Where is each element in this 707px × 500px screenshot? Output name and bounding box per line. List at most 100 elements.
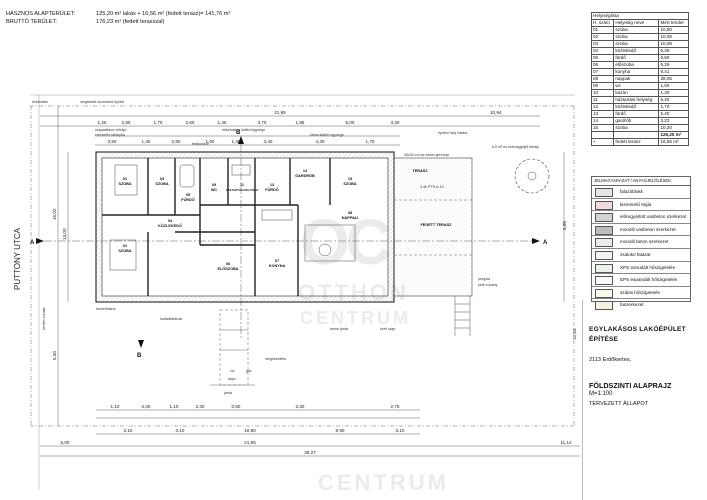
- note-path: járda: [223, 391, 232, 395]
- room-08-num: 08: [348, 211, 352, 215]
- project-title-line1: EGYLAKÁSOS LAKÓÉPÜLET: [589, 326, 686, 333]
- project-title: EGYLAKÁSOS LAKÓÉPÜLET ÉPÍTÉSE: [589, 325, 686, 345]
- dim-top-4: 1,45: [218, 120, 227, 125]
- room-02-name: SZOBA: [118, 249, 132, 253]
- legend-swatch: [595, 200, 613, 210]
- legend-swatch: [595, 238, 613, 248]
- note-concrete-path: beton járda: [330, 327, 348, 331]
- legend-swatch: [595, 288, 613, 298]
- legend-label: kisméretű tégla: [620, 201, 652, 207]
- dim-top-total: 21,95: [274, 110, 286, 115]
- legend-swatch: [595, 263, 613, 273]
- note-plot-boundary: telekhatár: [32, 100, 49, 104]
- legend-label: falazóblokk: [620, 189, 643, 194]
- room-08-name: NAPPALI: [342, 216, 358, 220]
- room-01-num: 01: [123, 177, 127, 181]
- note-tank-1: elvezetés tartályba: [95, 133, 125, 137]
- note-gate: kapu: [228, 377, 236, 381]
- room-13-num: 13: [270, 183, 274, 187]
- project-location: 2113 Erdőkertes,: [589, 357, 632, 363]
- section-markers: [36, 136, 540, 348]
- legend-row: előregyártott vasbeton szerkezet: [592, 211, 690, 224]
- dim-top-5: 3,70: [258, 120, 267, 125]
- dim-bottom-1: 2,00: [142, 404, 151, 409]
- room-list-total-row: 125,20 m²: [590, 131, 689, 139]
- building-walls: [95, 151, 395, 303]
- dim-right-2: 12,18: [572, 328, 577, 340]
- room-11-name: HÁZTARTÁSI HELYISÉG: [226, 187, 258, 192]
- site-boundary: [30, 105, 575, 427]
- dim-mid-4: 1,40: [232, 139, 241, 144]
- legend-swatch: [595, 188, 613, 197]
- legend-row: EPS expandált hőszigetelés: [592, 274, 690, 287]
- dimension-lines-bottom: [40, 409, 580, 457]
- room-14-num: 14: [303, 169, 308, 173]
- room-04-name: KÖZLEKEDŐ: [158, 223, 182, 228]
- room-06-name: ELŐSZOBA: [217, 266, 238, 271]
- room-09-num: 09: [212, 183, 216, 187]
- terrace-steps: [454, 296, 471, 336]
- legend-row: falazóblokk: [592, 186, 690, 199]
- room-05-name: FÜRDŐ: [181, 197, 195, 202]
- dim-top-7: 5,00: [346, 120, 355, 125]
- section-b-top: B: [236, 130, 241, 136]
- section-a-left: A: [30, 240, 35, 246]
- dim-bottom3-1: 21,95: [244, 440, 256, 445]
- street-label: PUTTONY UTCA: [13, 227, 22, 290]
- room-list-terrace-label: fedett terasz: [613, 138, 660, 146]
- legend-label: monolit vasbeton szerkezet: [620, 226, 676, 232]
- floor-plan: 21,95 1,25 2,80 1,70 2,60 1,45 3,70 1,95…: [13, 94, 580, 490]
- drawing-title: FÖLDSZINTI ALAPRAJZ: [589, 381, 672, 390]
- drawing-status: TERVEZETT ÁLLAPOT: [589, 401, 649, 407]
- covered-terrace-label: FEDETT TERASZ: [420, 223, 452, 227]
- dim-bottom3-2: 11,12: [560, 440, 572, 445]
- legend-label: faszerkezet: [620, 302, 644, 308]
- room-list-total: 125,20 m²: [658, 131, 689, 139]
- dim-top-2: 1,70: [154, 120, 163, 125]
- dim-bottom2-3: 9,90: [336, 428, 345, 433]
- room-list-table: Helyiséglista H. szám Helyiség neve Mért…: [590, 12, 689, 146]
- room-list-col-area: Mért terület: [658, 19, 689, 27]
- title-block: EGYLAKÁSOS LAKÓÉPÜLET ÉPÍTÉSE 2113 Erdők…: [582, 300, 707, 500]
- gross-area-label: BRUTTÓ TERÜLET:: [6, 19, 57, 25]
- legend-row: monolit beton szerkezet: [592, 236, 690, 249]
- rainwater-tank: [514, 158, 550, 194]
- note-beam: 30x30 cm-es beton gerenda: [404, 153, 449, 157]
- legend-row: faszerkezet: [592, 299, 690, 311]
- legend-row: zsaluko falazat: [592, 249, 690, 262]
- note-water: víz: [230, 369, 235, 373]
- legend-swatch: [595, 276, 613, 286]
- watermark-text3: CENTRUM: [318, 470, 449, 495]
- room-02-num: 02: [123, 244, 127, 248]
- dim-top-0: 1,25: [98, 120, 107, 125]
- dim-mid-3: 1,50: [206, 139, 215, 144]
- dim-top-3: 2,60: [186, 120, 195, 125]
- dim-top-1: 2,80: [122, 120, 131, 125]
- dim-bottom-3: 2,30: [196, 404, 205, 409]
- room-04-num: 04: [168, 219, 173, 223]
- legend-label: zsaluko falazat: [620, 251, 651, 257]
- dim-bottom-6: 2,75: [391, 404, 400, 409]
- drawing-scale: M=1:100: [589, 391, 613, 397]
- note-heatpump: hőszivattyú kültéri egysége: [222, 128, 265, 132]
- dim-top-6: 1,95: [296, 120, 305, 125]
- dim-left-1: 13,00: [62, 228, 67, 240]
- legend-swatch: [595, 250, 613, 260]
- legend-label: szálas hőszigetelés: [620, 289, 660, 295]
- room-list-col-name: Helyiség neve: [613, 19, 660, 27]
- section-a-right: A: [543, 240, 548, 246]
- section-b-bottom: B: [137, 353, 142, 359]
- room-list-terrace-value: 16,56 m²: [658, 138, 689, 146]
- room-13-name: FÜRDŐ: [265, 187, 279, 192]
- note-ac-unit: klíma kültéri egysége: [310, 133, 344, 137]
- note-neighbour: megtartott szomszéd épület: [80, 100, 124, 104]
- dim-bottom-2: 1,10: [170, 404, 179, 409]
- dimension-lines-top: [40, 115, 540, 146]
- legend-label: XPS extrudált hőszigetelés: [620, 264, 675, 270]
- room-11-num: 11: [240, 183, 244, 187]
